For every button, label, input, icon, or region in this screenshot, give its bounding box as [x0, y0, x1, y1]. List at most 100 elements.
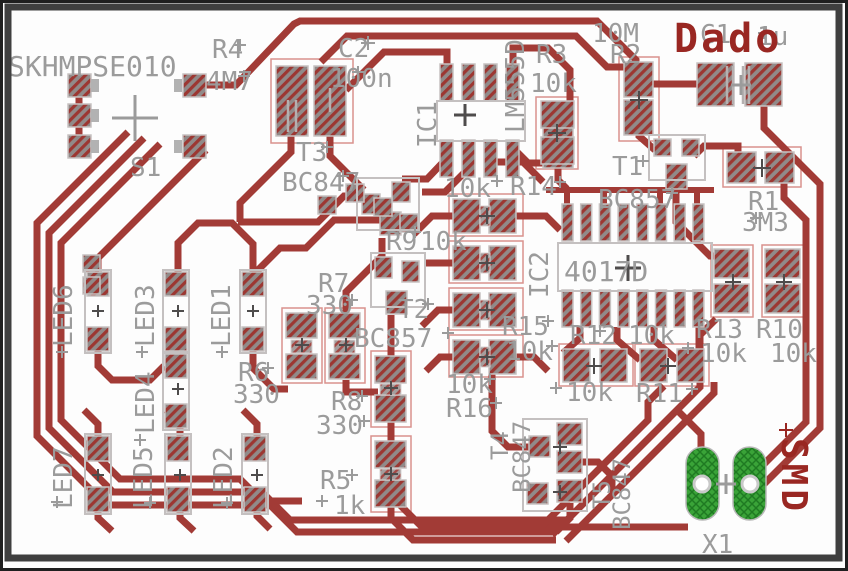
label-t1: T1 [612, 152, 643, 182]
origin-cross [454, 104, 476, 126]
origin-cross [442, 327, 454, 339]
origin-cross [594, 325, 606, 337]
origin-cross [409, 226, 421, 238]
origin-cross [682, 342, 694, 354]
smd-pad [461, 139, 476, 178]
smd-pad [67, 103, 92, 128]
smd-pad [166, 486, 190, 513]
label-t4-value: BC847 [508, 421, 536, 493]
origin-cross [479, 302, 495, 318]
copper-trace [516, 212, 563, 233]
label-t5-value: BC847 [608, 458, 636, 530]
copper-trace [754, 104, 824, 494]
copper-trace [57, 141, 163, 268]
label-r8: R8 [331, 387, 362, 417]
smd-pad [764, 283, 801, 314]
label-r4-value: 4M7 [206, 67, 253, 97]
smd-pad [681, 138, 700, 157]
smd-pad [166, 435, 190, 462]
board-outline [4, 3, 843, 562]
copper-trace [582, 458, 616, 492]
smd-pad [285, 312, 318, 339]
copper-trace [675, 408, 705, 452]
label-r3: R3 [536, 40, 567, 70]
ic-pad [561, 203, 574, 242]
label-led2: LED2 [209, 446, 239, 509]
label-r12-value: 10k [628, 321, 675, 351]
copper-trace [195, 17, 640, 89]
copper-trace [174, 219, 257, 274]
origin-cross [776, 274, 792, 290]
smd-pad [164, 271, 188, 297]
component-courtyard [270, 58, 354, 144]
origin-cross [779, 423, 793, 437]
component-outline [164, 433, 192, 515]
smd-pad [328, 353, 361, 380]
label-r16-value: 10k [446, 370, 493, 400]
copper-trace [560, 327, 584, 356]
origin-cross [479, 349, 495, 365]
smd-pad [461, 63, 476, 102]
ic-pad [673, 289, 686, 328]
origin-cross [339, 338, 353, 352]
copper-trace [516, 353, 551, 374]
origin-cross [221, 497, 233, 509]
copper-trace [81, 407, 102, 436]
label-led3: LED3 [131, 284, 161, 347]
smd-pad [483, 63, 498, 102]
label-r3-value: 10k [530, 69, 577, 99]
label-r8-value: 330 [316, 411, 363, 441]
origin-cross [238, 70, 250, 82]
smd-pad [373, 197, 393, 217]
smd-pad [401, 260, 420, 283]
origin-cross [295, 338, 309, 352]
origin-cross [337, 170, 349, 182]
origin-cross [615, 255, 641, 281]
smd-pad [540, 100, 575, 129]
label-led7: LED7 [49, 446, 79, 509]
origin-cross [51, 496, 63, 508]
label-r7: R7 [318, 269, 349, 299]
component-courtyard [618, 56, 660, 142]
smd-pad [328, 312, 361, 339]
origin-cross [144, 497, 156, 509]
smd-pad [483, 139, 498, 178]
label-ic1: IC1 [413, 101, 443, 148]
label-r2-value: 10M [592, 19, 639, 49]
smd-pad [385, 290, 408, 315]
label-r6: R6 [238, 358, 269, 388]
label-t2-value: BC857 [354, 324, 432, 354]
ic-pad [692, 203, 705, 242]
origin-cross [352, 66, 364, 78]
smd-pad [182, 73, 207, 98]
label-led5: LED5 [129, 446, 159, 509]
smd-pad [285, 353, 318, 380]
smd-pad [452, 339, 481, 375]
ic-pad [598, 203, 612, 242]
smd-pad [528, 435, 551, 458]
copper-trace [343, 48, 451, 93]
origin-cross [216, 346, 228, 358]
copper-trace [342, 380, 378, 396]
origin-cross [479, 208, 495, 224]
origin-cross [550, 382, 562, 394]
label-r11-value: 10k [566, 378, 613, 408]
origin-cross [316, 495, 328, 507]
origin-cross [234, 39, 246, 51]
origin-cross [321, 141, 333, 153]
label-s1: S1 [130, 153, 161, 183]
smd-pad [713, 248, 750, 279]
smd-pad [452, 198, 481, 234]
origin-cross [384, 467, 398, 481]
copper-trace [326, 136, 367, 193]
origin-cross [346, 294, 358, 306]
copper-trace [535, 383, 667, 533]
pad-wing [91, 140, 99, 153]
smd-pad [86, 486, 110, 513]
origin-cross [172, 305, 184, 317]
smd-pad [374, 355, 407, 384]
label-r13-value: 10k [700, 339, 747, 369]
origin-cross [660, 358, 676, 374]
